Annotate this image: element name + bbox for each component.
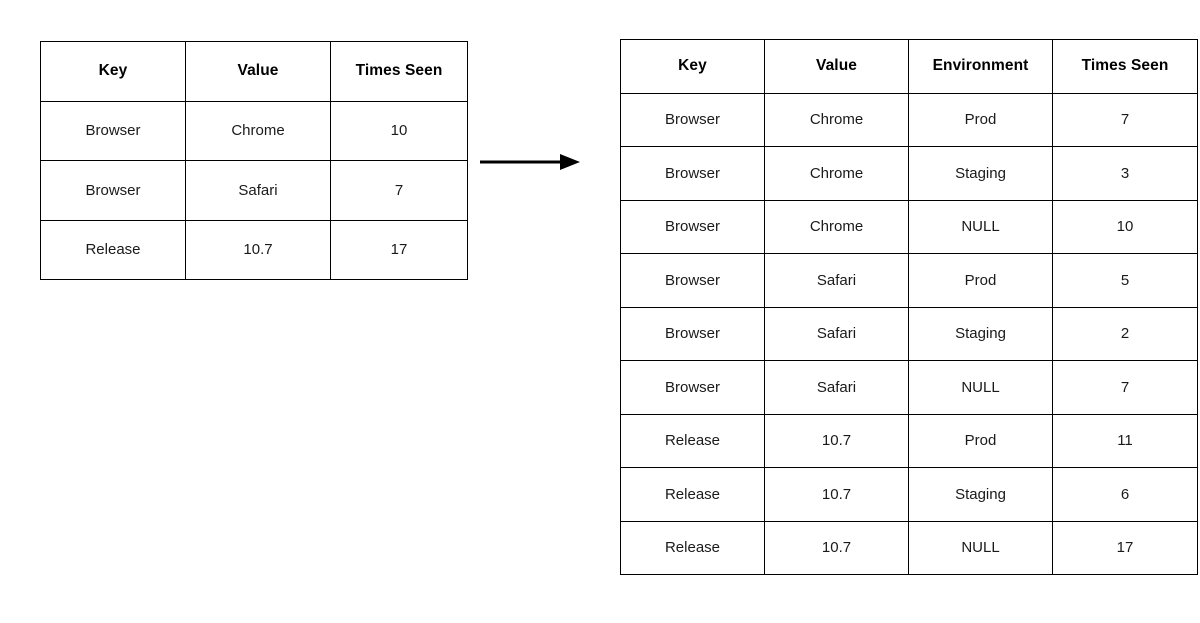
- table-row: Browser Safari Staging 2: [620, 306, 1198, 361]
- cell-times-seen: 5: [1052, 253, 1198, 308]
- table-row: Release 10.7 NULL 17: [620, 520, 1198, 575]
- cell-key: Browser: [40, 160, 186, 221]
- cell-times-seen: 10: [1052, 199, 1198, 254]
- cell-key: Release: [620, 520, 765, 575]
- cell-value: 10.7: [764, 520, 909, 575]
- cell-environment: Staging: [908, 306, 1053, 361]
- result-header-environment: Environment: [908, 39, 1053, 94]
- cell-times-seen: 10: [330, 100, 468, 161]
- result-header-key: Key: [620, 39, 765, 94]
- cell-times-seen: 17: [330, 219, 468, 280]
- cell-value: Safari: [764, 360, 909, 415]
- cell-value: Safari: [764, 253, 909, 308]
- result-table: Key Value Environment Times Seen Browser…: [620, 39, 1198, 575]
- cell-value: 10.7: [764, 467, 909, 522]
- table-row: Browser Chrome NULL 10: [620, 199, 1198, 254]
- cell-value: Chrome: [764, 92, 909, 147]
- source-header-value: Value: [185, 41, 331, 102]
- cell-times-seen: 3: [1052, 146, 1198, 201]
- table-row: Release 10.7 Staging 6: [620, 467, 1198, 522]
- cell-key: Browser: [620, 306, 765, 361]
- result-header-value: Value: [764, 39, 909, 94]
- cell-environment-null: NULL: [908, 520, 1053, 575]
- cell-key: Release: [40, 219, 186, 280]
- table-row: Release 10.7 Prod 11: [620, 413, 1198, 468]
- table-header-row: Key Value Environment Times Seen: [620, 39, 1198, 94]
- cell-key: Browser: [620, 92, 765, 147]
- cell-value: 10.7: [185, 219, 331, 280]
- cell-times-seen: 7: [330, 160, 468, 221]
- cell-times-seen: 7: [1052, 92, 1198, 147]
- table-row: Browser Safari NULL 7: [620, 360, 1198, 415]
- cell-value: Safari: [185, 160, 331, 221]
- table-row: Browser Chrome 10: [40, 100, 468, 161]
- cell-value: 10.7: [764, 413, 909, 468]
- cell-key: Browser: [620, 199, 765, 254]
- cell-value: Chrome: [764, 146, 909, 201]
- cell-environment-null: NULL: [908, 360, 1053, 415]
- cell-key: Browser: [620, 360, 765, 415]
- table-row: Browser Chrome Staging 3: [620, 146, 1198, 201]
- source-table: Key Value Times Seen Browser Chrome 10 B…: [40, 41, 468, 280]
- cell-times-seen: 7: [1052, 360, 1198, 415]
- source-header-times-seen: Times Seen: [330, 41, 468, 102]
- table-row: Browser Safari Prod 5: [620, 253, 1198, 308]
- cell-value: Safari: [764, 306, 909, 361]
- cell-key: Browser: [620, 146, 765, 201]
- cell-environment: Staging: [908, 467, 1053, 522]
- table-row: Browser Safari 7: [40, 160, 468, 221]
- cell-environment: Prod: [908, 92, 1053, 147]
- cell-times-seen: 2: [1052, 306, 1198, 361]
- cell-environment: Staging: [908, 146, 1053, 201]
- cell-key: Browser: [40, 100, 186, 161]
- cell-times-seen: 11: [1052, 413, 1198, 468]
- result-header-times-seen: Times Seen: [1052, 39, 1198, 94]
- table-header-row: Key Value Times Seen: [40, 41, 468, 102]
- cell-key: Release: [620, 467, 765, 522]
- right-arrow-icon: [480, 154, 580, 170]
- cell-value: Chrome: [185, 100, 331, 161]
- cell-environment-null: NULL: [908, 199, 1053, 254]
- cell-key: Browser: [620, 253, 765, 308]
- table-row: Release 10.7 17: [40, 219, 468, 280]
- cell-times-seen: 17: [1052, 520, 1198, 575]
- cell-environment: Prod: [908, 413, 1053, 468]
- cell-environment: Prod: [908, 253, 1053, 308]
- source-header-key: Key: [40, 41, 186, 102]
- cell-value: Chrome: [764, 199, 909, 254]
- cell-times-seen: 6: [1052, 467, 1198, 522]
- cell-key: Release: [620, 413, 765, 468]
- table-row: Browser Chrome Prod 7: [620, 92, 1198, 147]
